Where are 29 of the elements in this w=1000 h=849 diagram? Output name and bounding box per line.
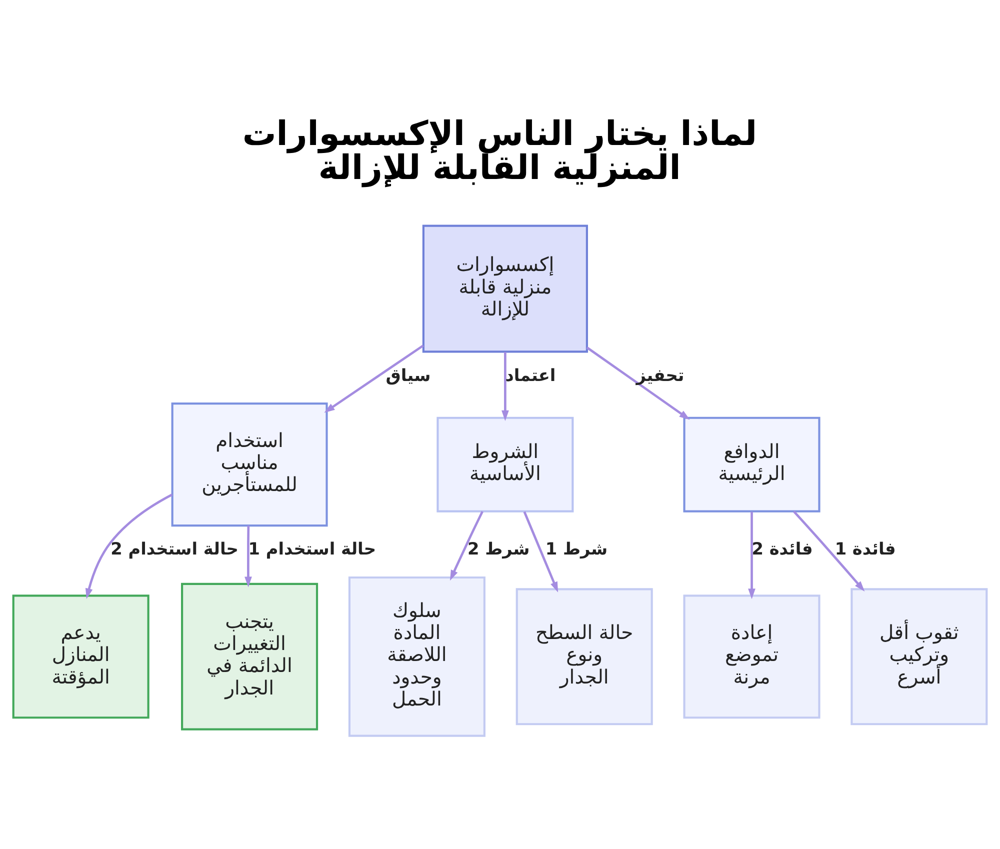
node-box: يدعم المنازل المؤقتة	[12, 594, 150, 718]
edge-label: اعتماد	[505, 364, 556, 384]
node-box: إعادة تموضع مرنة	[683, 594, 820, 718]
arrow	[793, 510, 865, 591]
arrow	[523, 510, 558, 592]
edge-label: شرط 1	[545, 538, 608, 558]
arrow	[244, 525, 252, 587]
node-box: إكسسوارات منزلية قابلة للإزالة	[422, 224, 588, 352]
node-box: سلوك المادة اللاصقة وحدود الحمل	[348, 576, 486, 736]
node-box: الشروط الأساسية	[436, 416, 574, 512]
edge-label: سياق	[386, 364, 431, 384]
node-box: ثقوب أقل وتركيب أسرع	[850, 588, 988, 725]
node-box: استخدام مناسب للمستأجرين	[171, 402, 328, 526]
arrow	[324, 344, 424, 412]
arrow	[85, 493, 173, 598]
node-box: الدوافع الرئيسية	[683, 416, 820, 512]
edge-label: فائدة 2	[752, 538, 813, 558]
edge-label: فائدة 1	[834, 538, 896, 558]
arrow	[586, 346, 690, 420]
node-box: يتجنب التغييرات الدائمة في الجدار	[181, 582, 318, 730]
arrow	[748, 511, 756, 599]
arrow	[450, 510, 484, 580]
arrow	[502, 352, 509, 420]
diagram-title: لماذا يختار الناس الإكسسوارات المنزلية القابلة للإزالة	[242, 114, 758, 186]
edge-label: شرط 2	[468, 538, 530, 558]
edge-label: حالة استخدام 2	[110, 538, 238, 558]
edge-label: تحفيز	[636, 364, 684, 384]
edge-label: حالة استخدام 1	[248, 538, 376, 558]
node-box: حالة السطح ونوع الجدار	[516, 588, 653, 725]
